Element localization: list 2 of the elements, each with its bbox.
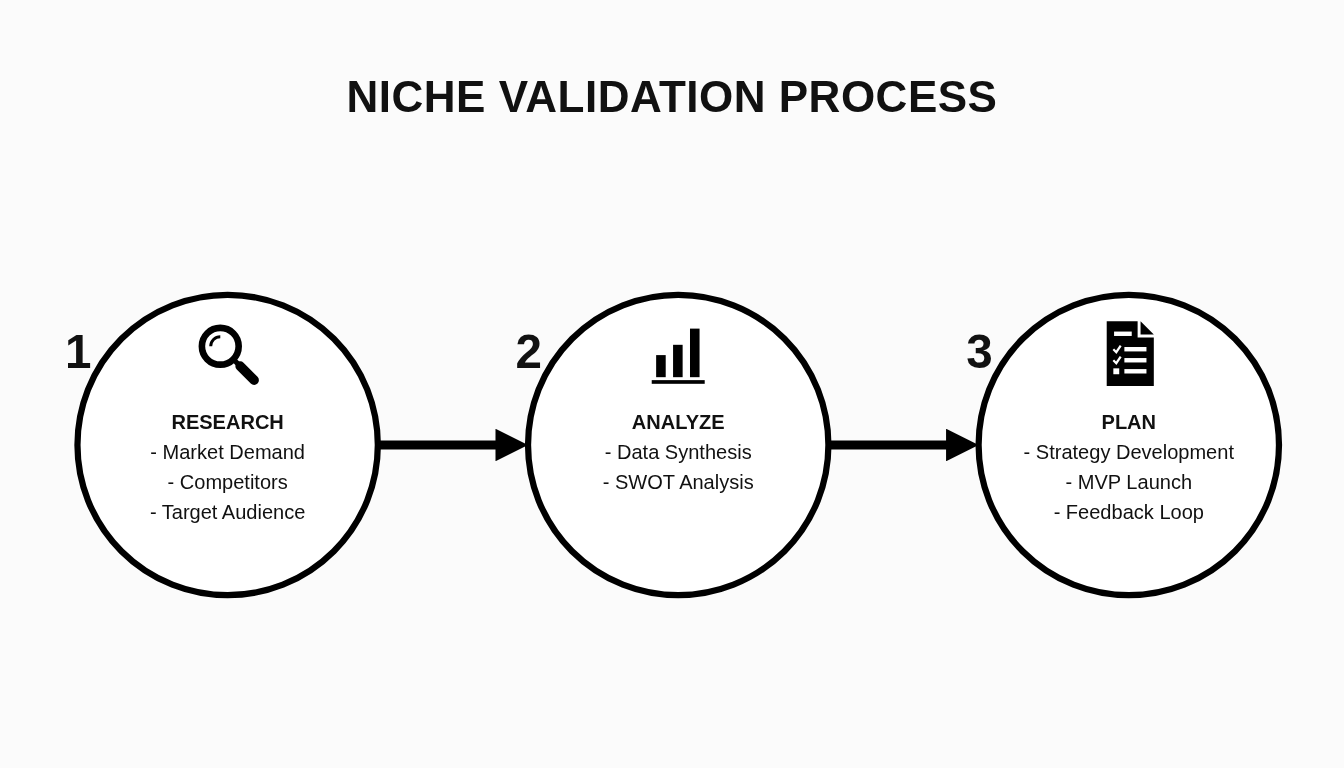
title: NICHE VALIDATION PROCESS [346,71,998,123]
step-number: 1 [65,325,92,379]
